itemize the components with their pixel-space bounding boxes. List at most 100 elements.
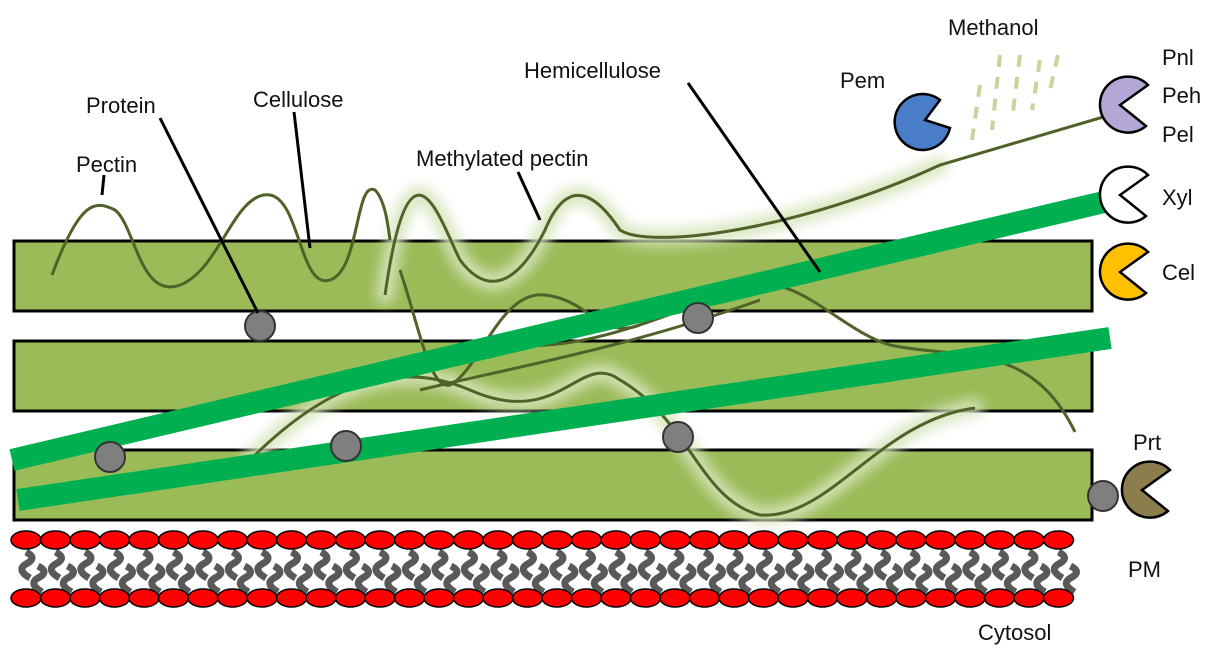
lipid-tail bbox=[140, 552, 150, 578]
lipid-head bbox=[247, 531, 277, 549]
lipid-tail bbox=[936, 552, 946, 578]
lipid-tail bbox=[907, 552, 917, 578]
lipid-tail bbox=[240, 566, 250, 592]
lipid-tail bbox=[860, 566, 870, 592]
label-methylated-pectin: Methylated pectin bbox=[416, 146, 588, 171]
lipid-head bbox=[306, 531, 336, 549]
lipid-tail bbox=[81, 552, 91, 578]
lipid-tail bbox=[211, 566, 221, 592]
lipid-tail bbox=[358, 566, 368, 592]
label-cel: Cel bbox=[1162, 260, 1195, 285]
lipid-tail bbox=[1025, 552, 1035, 578]
label-prt: Prt bbox=[1133, 430, 1161, 455]
lipid-head bbox=[749, 531, 779, 549]
protein-icon bbox=[95, 442, 125, 472]
lipid-tail bbox=[700, 552, 710, 578]
lipid-head bbox=[365, 589, 395, 607]
lipid-head bbox=[660, 589, 690, 607]
label-cellulose: Cellulose bbox=[253, 87, 344, 112]
pem-enzyme-icon bbox=[895, 94, 950, 150]
lipid-head bbox=[955, 589, 985, 607]
lipid-tail bbox=[612, 552, 622, 578]
lipid-tail bbox=[889, 566, 899, 592]
lipid-head bbox=[277, 531, 307, 549]
lipid-head bbox=[1044, 589, 1074, 607]
protein-icon bbox=[245, 311, 275, 341]
label-pm: PM bbox=[1128, 557, 1161, 582]
lipid-tail bbox=[523, 552, 533, 578]
lipid-head bbox=[955, 531, 985, 549]
lipid-tail bbox=[329, 566, 339, 592]
lipid-head bbox=[631, 589, 661, 607]
lipid-tail bbox=[435, 552, 445, 578]
lipid-head bbox=[926, 531, 956, 549]
lipid-tail bbox=[299, 566, 309, 592]
lipid-head bbox=[129, 589, 159, 607]
lipid-head bbox=[867, 589, 897, 607]
lipid-head bbox=[749, 589, 779, 607]
lipid-head bbox=[1014, 589, 1044, 607]
lipid-head bbox=[778, 589, 808, 607]
lipid-tail bbox=[51, 552, 61, 578]
lipid-tail bbox=[270, 566, 280, 592]
label-xyl: Xyl bbox=[1162, 185, 1193, 210]
lipid-head bbox=[365, 531, 395, 549]
lipid-head bbox=[896, 531, 926, 549]
lipid-tail bbox=[122, 566, 132, 592]
lipid-tail bbox=[830, 566, 840, 592]
lipid-tail bbox=[801, 566, 811, 592]
protein-icon bbox=[1088, 481, 1118, 511]
lipid-head bbox=[985, 589, 1015, 607]
lipid-tail bbox=[376, 552, 386, 578]
lipid-tail bbox=[759, 552, 769, 578]
lipid-head bbox=[424, 589, 454, 607]
label-cytosol: Cytosol bbox=[978, 620, 1051, 645]
lipid-tail bbox=[818, 552, 828, 578]
lipid-head bbox=[424, 531, 454, 549]
lipid-head bbox=[601, 589, 631, 607]
lipid-tail bbox=[535, 566, 545, 592]
lipid-tail bbox=[919, 566, 929, 592]
lipid-tail bbox=[405, 552, 415, 578]
lipid-head bbox=[454, 589, 484, 607]
lipid-tail bbox=[582, 552, 592, 578]
lipid-head bbox=[41, 531, 71, 549]
plasma-membrane bbox=[11, 531, 1077, 607]
lipid-tail bbox=[995, 552, 1005, 578]
lipid-head bbox=[660, 531, 690, 549]
lipid-head bbox=[336, 589, 366, 607]
lipid-tail bbox=[641, 552, 651, 578]
label-hemicellulose: Hemicellulose bbox=[524, 58, 661, 83]
lipid-head bbox=[896, 589, 926, 607]
lipid-tail bbox=[476, 566, 486, 592]
protein-icon bbox=[663, 422, 693, 452]
label-pnl: Pnl bbox=[1162, 45, 1194, 70]
lipid-tail bbox=[1054, 552, 1064, 578]
lipid-tail bbox=[181, 566, 191, 592]
prt-enzyme-icon bbox=[1122, 462, 1170, 518]
lipid-head bbox=[70, 531, 100, 549]
lipid-tail bbox=[464, 552, 474, 578]
lipid-head bbox=[483, 531, 513, 549]
lipid-head bbox=[601, 531, 631, 549]
lipid-head bbox=[129, 531, 159, 549]
lipid-head bbox=[837, 589, 867, 607]
lipid-head bbox=[808, 531, 838, 549]
lipid-head bbox=[513, 531, 543, 549]
lipid-tail bbox=[1066, 566, 1076, 592]
lipid-tail bbox=[199, 552, 209, 578]
lipid-tail bbox=[553, 552, 563, 578]
lipid-head bbox=[188, 531, 218, 549]
lipid-tail bbox=[1037, 566, 1047, 592]
lipid-tail bbox=[317, 552, 327, 578]
lipid-head bbox=[277, 589, 307, 607]
protein-icon bbox=[331, 431, 361, 461]
lipid-tail bbox=[948, 566, 958, 592]
lipid-head bbox=[808, 589, 838, 607]
lipid-tail bbox=[417, 566, 427, 592]
lipid-head bbox=[867, 531, 897, 549]
lipid-tail bbox=[671, 552, 681, 578]
lipid-head bbox=[513, 589, 543, 607]
lipid-head bbox=[837, 531, 867, 549]
lipid-head bbox=[1014, 531, 1044, 549]
